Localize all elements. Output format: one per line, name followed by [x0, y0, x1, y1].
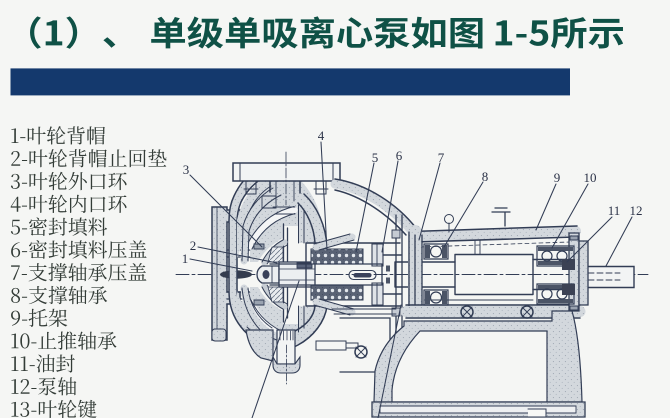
svg-text:3: 3	[183, 162, 190, 177]
svg-text:11: 11	[608, 203, 621, 218]
svg-text:12: 12	[630, 203, 643, 218]
svg-text:4: 4	[318, 128, 325, 143]
svg-text:8: 8	[482, 169, 489, 184]
svg-text:1: 1	[182, 251, 189, 266]
svg-text:10: 10	[584, 170, 597, 185]
svg-text:2: 2	[190, 238, 197, 253]
svg-text:5: 5	[372, 150, 379, 165]
svg-text:9: 9	[554, 170, 561, 185]
svg-text:7: 7	[438, 150, 445, 165]
svg-text:6: 6	[396, 148, 403, 163]
